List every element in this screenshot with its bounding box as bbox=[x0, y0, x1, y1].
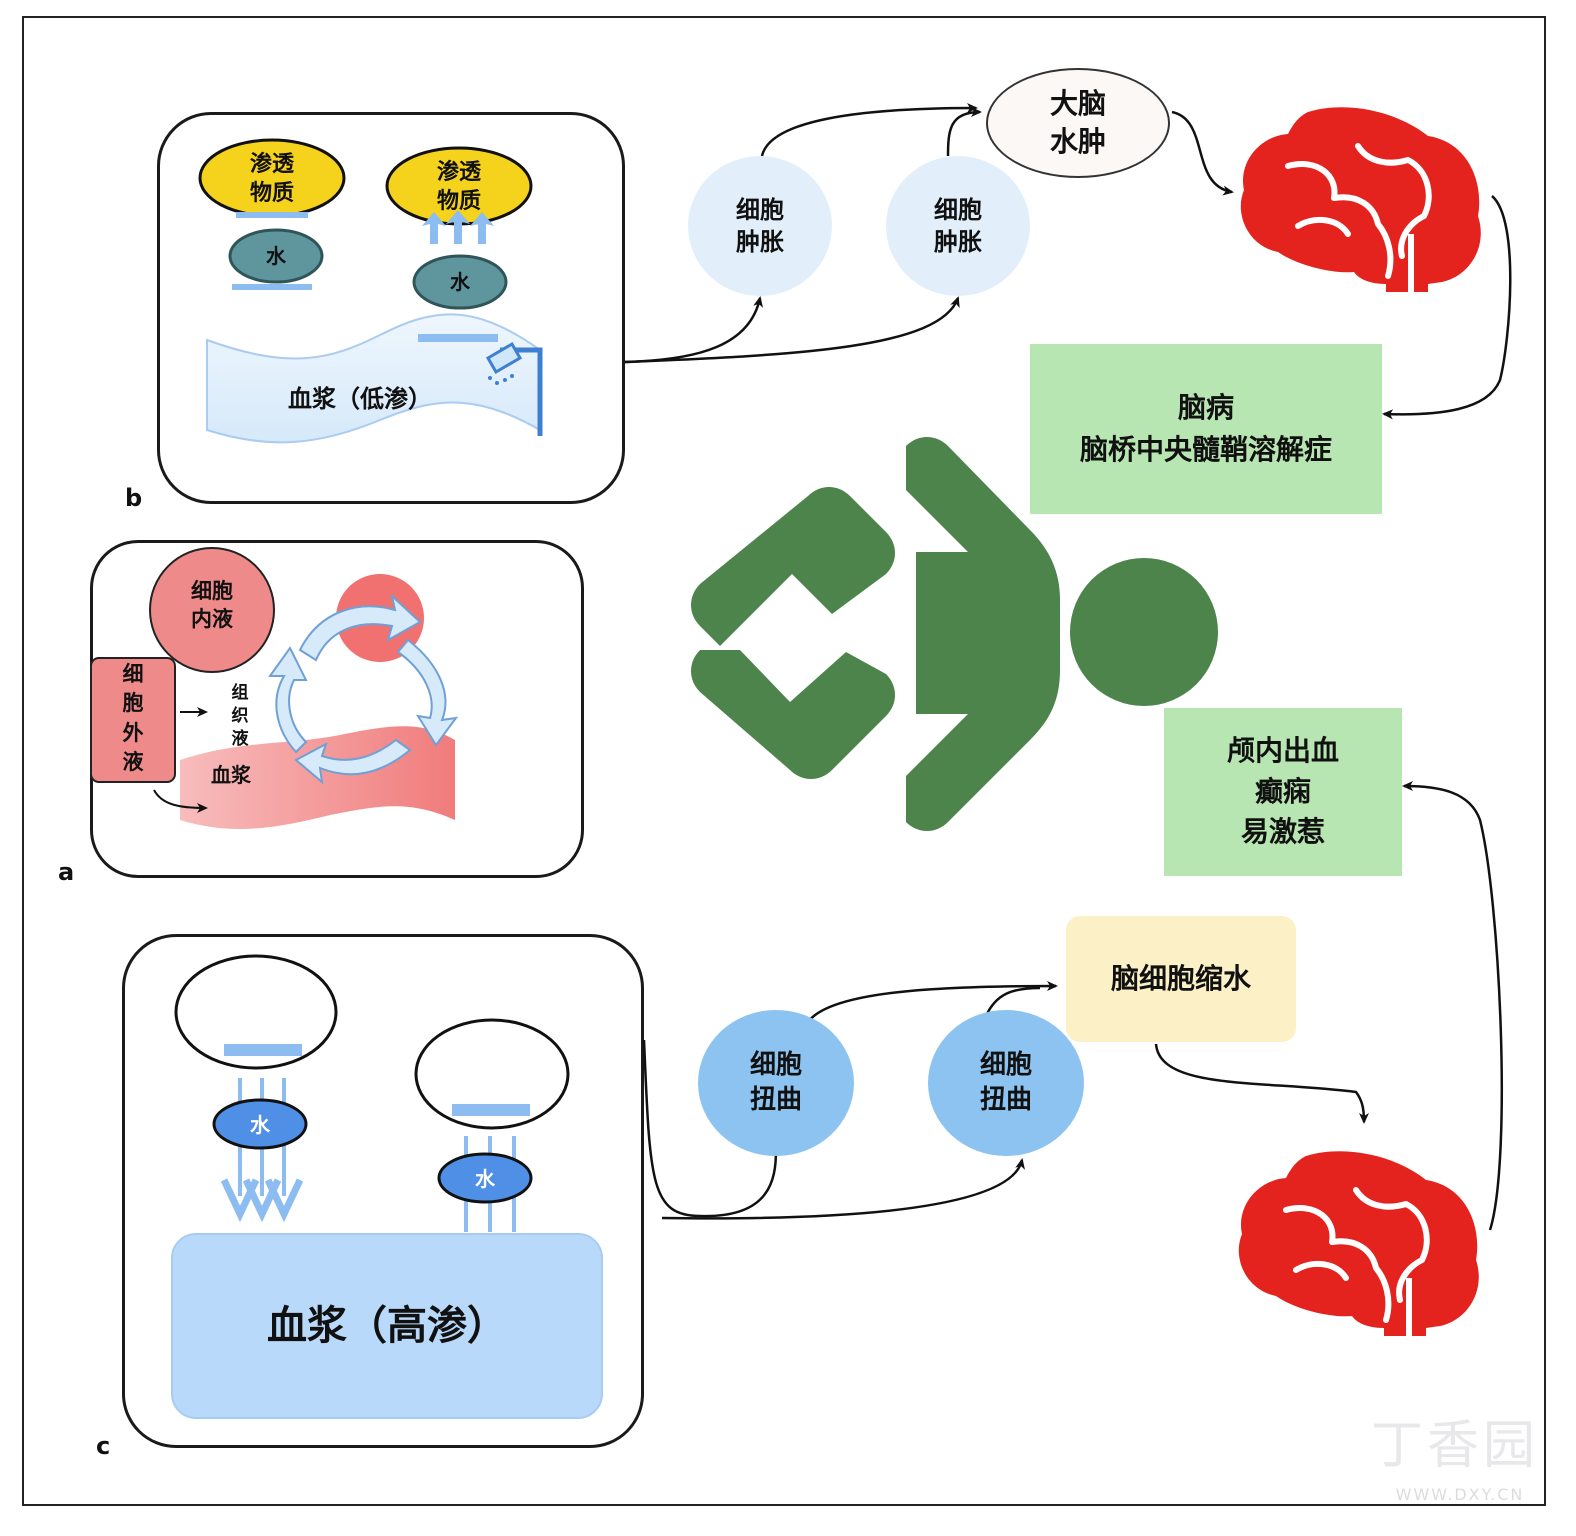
cell-ellipse-2 bbox=[414, 1018, 570, 1130]
plasma-pink-label: 血浆 bbox=[211, 763, 251, 787]
extracellular-box bbox=[90, 657, 176, 783]
plasma-high-rect bbox=[171, 1233, 603, 1419]
osmotic-label-2: 渗透 物质 bbox=[436, 160, 481, 215]
watermark-url: WWW.DXY.CN bbox=[1395, 1485, 1525, 1504]
cell-distortion-node-1: 细胞 扭曲 bbox=[698, 1010, 854, 1156]
plasma-high-label: 血浆（高渗） bbox=[267, 1303, 507, 1349]
water-ellipse-2 bbox=[412, 254, 508, 310]
brain-icon bbox=[1240, 107, 1481, 292]
connector-c-to-distort2 bbox=[661, 1158, 1025, 1220]
green-logo-icon bbox=[691, 437, 1218, 831]
connector-brain-to-encephalopathy bbox=[1382, 195, 1512, 420]
water-ellipse-1 bbox=[228, 228, 324, 284]
panel-b-label: b bbox=[125, 484, 143, 512]
cell-swelling-node-1: 细胞 肿胀 bbox=[688, 156, 832, 296]
connector-distort2-to-shrink bbox=[984, 986, 1041, 1017]
water-label-b1: 水 bbox=[266, 244, 286, 268]
water-label-c1: 水 bbox=[250, 1113, 270, 1137]
osmotic-label-1: 渗透 物质 bbox=[249, 152, 294, 207]
water-label-b2: 水 bbox=[450, 270, 470, 294]
shower-head bbox=[485, 341, 523, 375]
plasma-low-label: 血浆（低渗） bbox=[288, 385, 432, 413]
water-ellipse-c1 bbox=[212, 1098, 308, 1150]
hemorrhage-box: 颅内出血 癫痫 易激惹 bbox=[1164, 708, 1402, 876]
interstitial-label: 组 织 液 bbox=[231, 683, 249, 749]
connector-brain-to-seizure bbox=[1402, 781, 1504, 1231]
figure-frame bbox=[22, 16, 1546, 1506]
panel-c-label: c bbox=[96, 1432, 111, 1460]
brain-icon bbox=[1238, 1151, 1479, 1336]
intracellular-label: 细胞 内液 bbox=[191, 579, 233, 631]
cerebral-edema-node: 大脑 水肿 bbox=[986, 68, 1170, 178]
connector-b-to-swell1 bbox=[624, 296, 764, 364]
cell-distortion-node-2: 细胞 扭曲 bbox=[928, 1010, 1084, 1156]
extracellular-label: 细 胞 外 液 bbox=[122, 662, 144, 775]
water-ellipse-c2 bbox=[437, 1152, 533, 1204]
watermark-brand: 丁香园 bbox=[1370, 1416, 1539, 1476]
brain-cell-shrink-box: 脑细胞缩水 bbox=[1066, 916, 1296, 1042]
connector-swell2-to-edema bbox=[946, 107, 982, 157]
connector-edema-to-brain bbox=[1171, 110, 1234, 196]
connector-b-to-swell2 bbox=[624, 296, 960, 364]
panel-a-label: a bbox=[58, 858, 75, 886]
cell-ellipse-1 bbox=[174, 954, 338, 1070]
encephalopathy-box: 脑病 脑桥中央髓鞘溶解症 bbox=[1030, 344, 1382, 514]
connector-distort1-to-shrink bbox=[806, 981, 1058, 1023]
water-label-c2: 水 bbox=[475, 1167, 495, 1191]
connector-swell1-to-edema bbox=[760, 103, 978, 157]
connector-shrink-to-brain bbox=[1154, 1043, 1369, 1124]
intracellular-circle bbox=[149, 547, 275, 673]
connector-c-to-distort1 bbox=[642, 1039, 778, 1218]
cell-swelling-node-2: 细胞 肿胀 bbox=[886, 156, 1030, 296]
